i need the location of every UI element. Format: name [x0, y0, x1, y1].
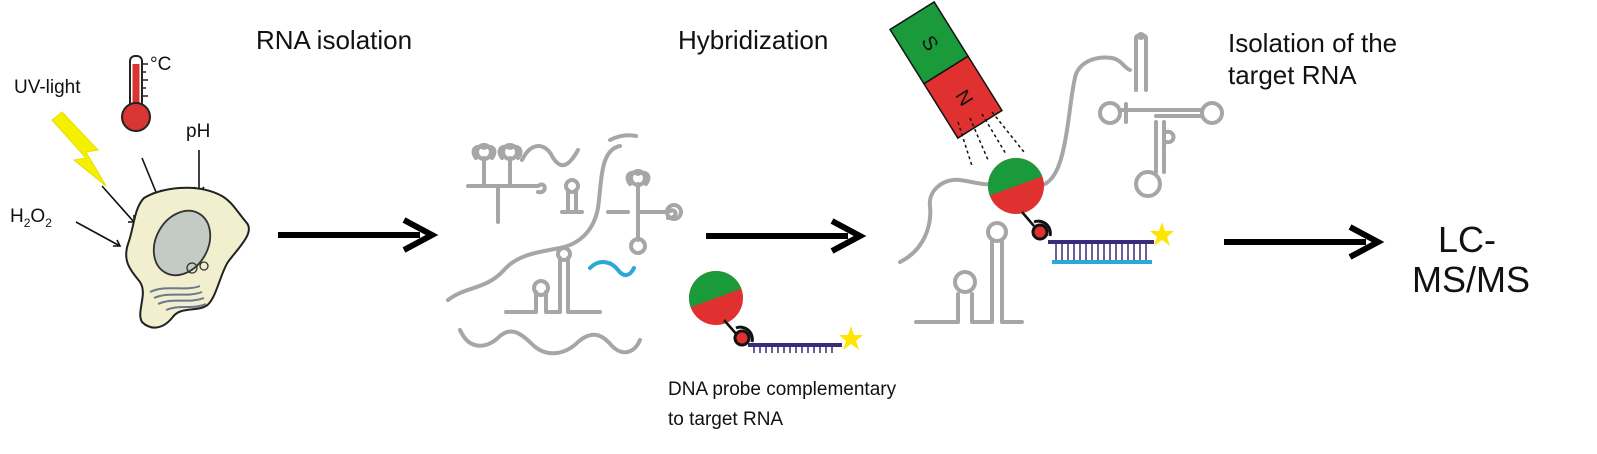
- step-rna-isolation-title: RNA isolation: [256, 25, 412, 55]
- fluorophore-star-icon: [839, 326, 863, 350]
- ph-label: pH: [186, 121, 210, 142]
- cell-icon: [125, 186, 250, 329]
- step-isolation-title-line2: target RNA: [1228, 60, 1357, 90]
- lc-msms-line1: LC-: [1438, 219, 1496, 260]
- process-arrow-3: [1224, 224, 1385, 260]
- captured-fluorophore-star-icon: [1150, 222, 1174, 246]
- lc-msms-line2: MS/MS: [1412, 259, 1530, 300]
- magnetic-field-lines: [957, 111, 1025, 167]
- captured-bead-probe: [988, 158, 1174, 260]
- temperature-label: °C: [150, 54, 171, 75]
- magnet-icon: S N: [889, 0, 1003, 140]
- rna-mixture: [446, 133, 683, 356]
- uv-lightning-icon: [51, 111, 107, 187]
- process-arrow-2: [706, 218, 867, 254]
- captured-rna: [898, 32, 1224, 324]
- thermometer-icon: [121, 55, 151, 132]
- probe-caption-line1: DNA probe complementary: [668, 379, 897, 400]
- magnetic-bead-icon: [689, 271, 743, 325]
- probe-caption-line2: to target RNA: [668, 409, 783, 430]
- step-hybridization-title: Hybridization: [678, 25, 828, 55]
- process-arrow-1: [278, 217, 439, 253]
- step-isolation-title-line1: Isolation of the: [1228, 28, 1397, 58]
- h2o2-label: H2O2: [10, 206, 52, 230]
- captured-bead-icon: [988, 158, 1044, 214]
- dna-probe-bead: DNA probe complementary to target RNA: [668, 271, 897, 430]
- uv-light-label: UV-light: [14, 77, 81, 98]
- stress-factors-panel: UV-light °C pH H2O2: [10, 54, 250, 329]
